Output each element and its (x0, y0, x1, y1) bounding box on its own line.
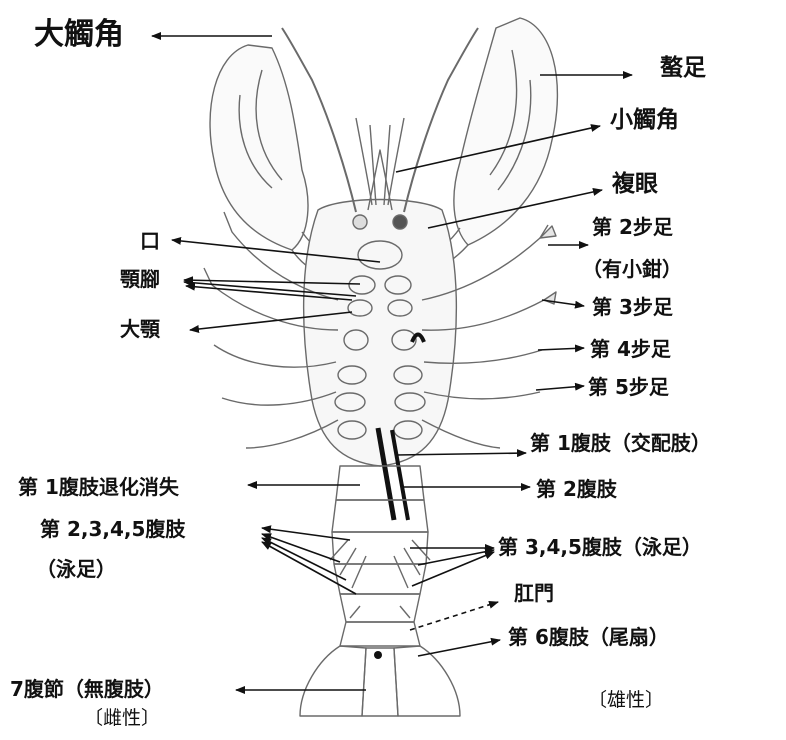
tail-fan (340, 622, 420, 646)
label-walking-leg-2: 第 2步足 (592, 216, 673, 238)
left-claw (210, 45, 308, 250)
label-swimmeret-female: （泳足） (36, 558, 116, 580)
label-compound-eye: 複眼 (612, 172, 658, 197)
label-pleopod-6: 第 6腹肢（尾扇） (508, 626, 669, 648)
label-pleopod-1-lost: 第 1腹肢退化消失 (18, 476, 179, 498)
label-walking-leg-2-note: （有小鉗） (582, 258, 682, 280)
label-pleopods-345-male: 第 3,4,5腹肢（泳足） (498, 536, 702, 558)
label-segment-7: 7腹節（無腹肢） (10, 678, 164, 700)
label-pleopods-2345-female: 第 2,3,4,5腹肢 (40, 518, 185, 540)
label-female: 〔雌性〕 (84, 708, 160, 729)
label-walking-leg-3: 第 3步足 (592, 296, 673, 318)
label-mouth: 口 (140, 230, 160, 252)
label-mandible: 大顎 (120, 318, 160, 340)
label-antenna: 大觸角 (34, 18, 124, 51)
label-maxilliped: 顎腳 (120, 268, 160, 290)
crayfish-illustration (204, 18, 557, 716)
label-male: 〔雄性〕 (588, 690, 664, 711)
label-pleopod-1: 第 1腹肢（交配肢） (530, 432, 711, 454)
label-anus: 肛門 (514, 582, 554, 604)
label-cheliped: 螯足 (660, 56, 706, 81)
label-antennule: 小觸角 (610, 108, 679, 133)
label-walking-leg-4: 第 4步足 (590, 338, 671, 360)
label-walking-leg-5: 第 5步足 (588, 376, 669, 398)
label-pleopod-2: 第 2腹肢 (536, 478, 617, 500)
